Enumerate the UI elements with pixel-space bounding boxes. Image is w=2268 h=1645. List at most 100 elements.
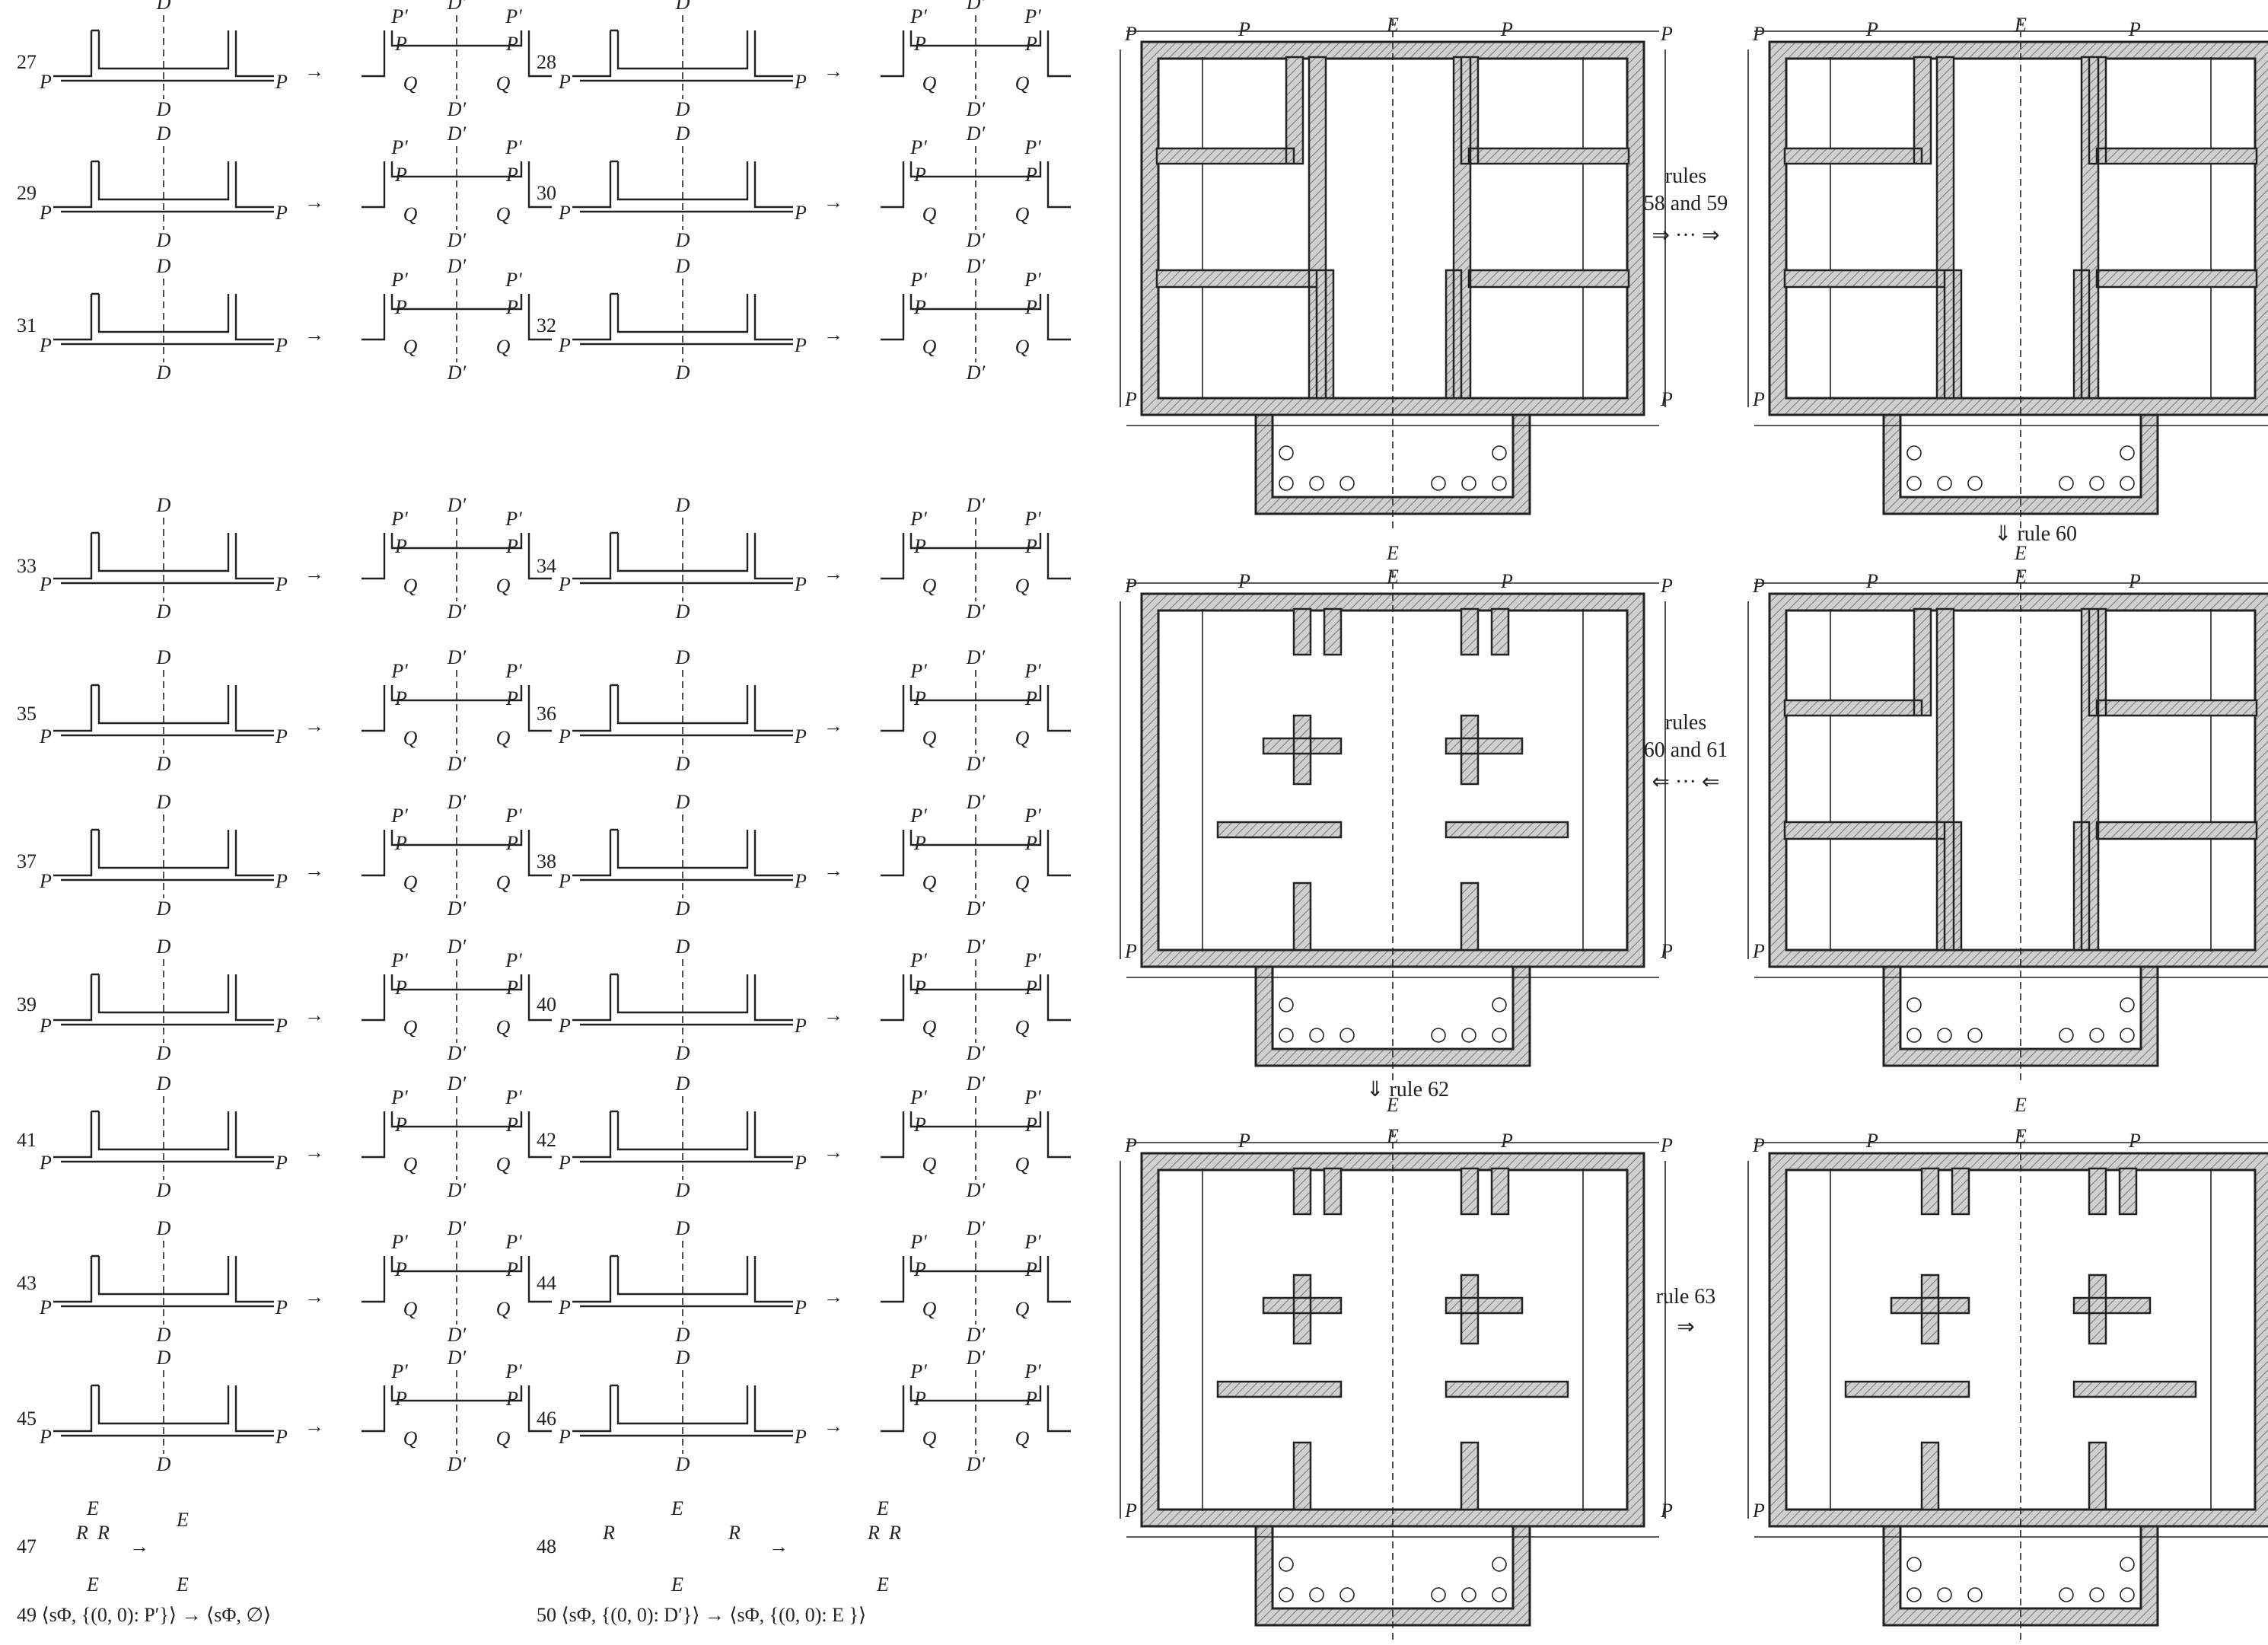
axis-label: D′: [966, 646, 986, 668]
axis-label: D′: [966, 936, 986, 958]
wall-shape: [53, 973, 274, 1022]
svg-text:rules: rules: [1665, 164, 1706, 188]
rule-number: 40: [537, 993, 556, 1015]
axis-label: D′: [966, 1453, 986, 1475]
side-label: P: [275, 202, 288, 224]
axis-label: D: [156, 936, 171, 958]
corner-label: Q: [922, 1427, 937, 1449]
side-label: P: [558, 1152, 571, 1174]
svg-text:⇐ ··· ⇐: ⇐ ··· ⇐: [1652, 770, 1720, 794]
axis-label: D′: [966, 1217, 986, 1239]
plan-6: [1747, 1129, 2268, 1642]
wall-shape: [53, 1254, 274, 1303]
corner-label: P′: [1024, 269, 1041, 291]
corner-label: P′: [909, 136, 927, 158]
corner-label: P′: [1024, 805, 1041, 827]
corner-label: P′: [1024, 660, 1041, 682]
corner-label: P′: [390, 1360, 408, 1382]
wall-shape: [53, 1384, 274, 1433]
axis-label: D: [675, 1347, 690, 1369]
plan-1: [1119, 18, 1667, 531]
corner-label: P: [505, 1258, 518, 1280]
plan-corner-label: P: [1124, 1500, 1137, 1522]
corner-label: P: [394, 535, 407, 557]
plan-corner-label: P: [1865, 570, 1878, 592]
axis-label: D′: [966, 1179, 986, 1201]
corner-label: P′: [1024, 1231, 1041, 1253]
side-label: P: [275, 1296, 288, 1318]
side-label: P: [39, 202, 52, 224]
corner-label: P: [1024, 977, 1037, 999]
axis-label: D′: [447, 98, 467, 120]
rule-number: 43: [17, 1272, 37, 1294]
side-label: P: [558, 1296, 571, 1318]
corner-label: Q: [496, 872, 511, 894]
rule-number: 35: [17, 703, 37, 725]
corner-label: P′: [390, 508, 408, 530]
corner-label: P: [1024, 687, 1037, 709]
plan-axis-label: E: [1386, 14, 1399, 36]
axis-label: D: [675, 255, 690, 277]
plan-corner-label: P: [1660, 1500, 1673, 1522]
corner-label: P: [913, 832, 926, 854]
rewrite-arrow: →: [823, 60, 843, 82]
corner-label: P′: [390, 1086, 408, 1108]
rule-number: 38: [537, 850, 556, 872]
corner-label: Q: [403, 72, 418, 94]
side-label: P: [275, 725, 288, 748]
axis-label: D′: [966, 123, 986, 145]
corner-label: P′: [505, 508, 522, 530]
axis-label: E: [876, 1497, 889, 1519]
rule-number: 30: [537, 182, 556, 204]
axis-label: D: [675, 601, 690, 623]
axis-label: D: [156, 362, 171, 384]
wall-shape: [572, 531, 793, 580]
rewrite-arrow: →: [304, 715, 324, 737]
corner-label: Q: [496, 203, 511, 225]
corner-label: P: [394, 1258, 407, 1280]
side-label: P: [275, 334, 288, 356]
side-label: P: [794, 573, 807, 595]
corner-label: Q: [922, 575, 937, 597]
svg-text:58 and 59: 58 and 59: [1644, 192, 1728, 215]
wall-shape: [572, 29, 793, 78]
plan-corner-label: P: [1752, 575, 1765, 597]
rewrite-arrow: →: [129, 1535, 149, 1557]
corner-label: Q: [922, 727, 937, 749]
axis-label: D′: [447, 1324, 467, 1346]
axis-label: E: [176, 1573, 189, 1596]
axis-label: D′: [447, 1179, 467, 1201]
plan-corner-label: P: [1660, 388, 1673, 410]
corner-label: P′: [909, 805, 927, 827]
svg-text:rule 63: rule 63: [1656, 1285, 1716, 1309]
side-label: P: [794, 1152, 807, 1174]
rule-number: 36: [537, 703, 556, 725]
rule-number: 47: [17, 1535, 37, 1557]
corner-label: P′: [505, 1360, 522, 1382]
corner-label: P′: [390, 5, 408, 27]
axis-label: D: [156, 1073, 171, 1095]
axis-label: D: [675, 123, 690, 145]
axis-label: D′: [447, 936, 467, 958]
plan-corner-label: P: [1500, 18, 1513, 40]
plan-corner-label: P: [1500, 1130, 1513, 1152]
side-label: P: [39, 1152, 52, 1174]
wall-shape: [53, 684, 274, 732]
axis-label: D′: [447, 123, 467, 145]
wall-shape: [881, 161, 1071, 209]
plan-axis-label: E: [1386, 566, 1399, 588]
wall-shape: [572, 1110, 793, 1159]
step-4: ⇓ rule 62: [1366, 1078, 1449, 1101]
corner-label: P: [505, 535, 518, 557]
wall-shape: [881, 830, 1071, 877]
side-label: P: [39, 334, 52, 356]
axis-label: D: [675, 0, 690, 14]
wall-shape: [572, 1384, 793, 1433]
side-label: P: [39, 870, 52, 892]
axis-label: D′: [966, 1073, 986, 1095]
corner-label: Q: [496, 1153, 511, 1175]
axis-label: D: [675, 494, 690, 516]
rule-number: 33: [17, 555, 37, 577]
plan-axis-label: E: [1386, 1125, 1399, 1147]
